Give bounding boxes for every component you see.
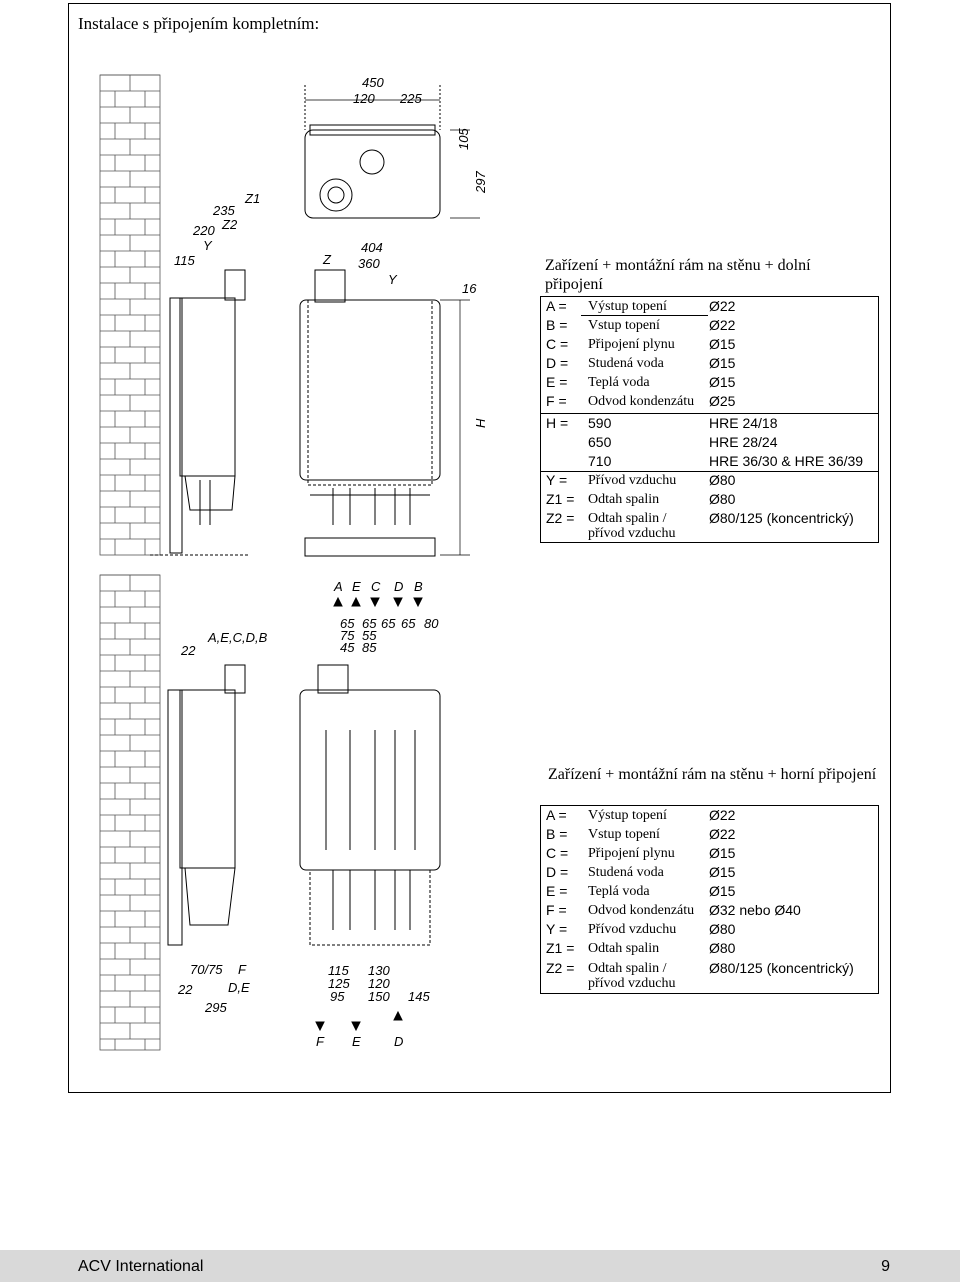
dim-f: F xyxy=(238,962,247,977)
section2-title: Zařízení + montážní rám na stěnu + horní… xyxy=(548,766,877,783)
dim-65b: 65 xyxy=(362,616,377,631)
dim-130: 130 xyxy=(368,963,390,978)
brick-wall-top xyxy=(99,74,161,556)
boiler-top-view xyxy=(304,85,480,219)
dim-150: 150 xyxy=(368,989,390,1004)
dim-225: 225 xyxy=(399,91,422,106)
dim-65a: 65 xyxy=(340,616,355,631)
dim-404: 404 xyxy=(361,240,383,255)
dim-h: H xyxy=(473,418,488,428)
dim-145: 145 xyxy=(408,989,430,1004)
dim-115b: 115 xyxy=(328,963,349,978)
dim-95: 95 xyxy=(330,989,345,1004)
dim-450: 450 xyxy=(362,75,384,90)
dim-220: 220 xyxy=(192,223,215,238)
dim-55: 55 xyxy=(362,628,377,643)
dim-120: 120 xyxy=(353,91,375,106)
page-footer: ACV International 9 xyxy=(0,1250,960,1282)
dim-75: 75 xyxy=(340,628,355,643)
dim-105: 105 xyxy=(456,128,471,150)
dim-120b: 120 xyxy=(368,976,390,991)
boiler-side-view-1 xyxy=(150,269,250,556)
dim-y2: Y xyxy=(388,272,398,287)
dim-235: 235 xyxy=(212,203,235,218)
label-a: A xyxy=(333,579,343,594)
dim-aecdb: A,E,C,D,B xyxy=(207,630,268,645)
dim-65d: 65 xyxy=(401,616,416,631)
boiler-side-view-2 xyxy=(167,664,246,946)
label-e2: E xyxy=(352,1034,361,1049)
label-d: D xyxy=(394,579,403,594)
dim-z2: Z2 xyxy=(221,217,238,232)
page-heading: Instalace s připojením kompletním: xyxy=(78,14,320,33)
dim-16: 16 xyxy=(462,281,477,296)
dim-115: 115 xyxy=(174,253,195,268)
dim-45: 45 xyxy=(340,640,355,655)
dim-80: 80 xyxy=(424,616,439,631)
dim-7075: 70/75 xyxy=(190,962,223,977)
section1-title: Zařízení + montážní rám na stěnu + dolní… xyxy=(545,256,811,294)
dim-z: Z xyxy=(322,252,332,267)
dim-295: 295 xyxy=(204,1000,227,1015)
label-c: C xyxy=(371,579,381,594)
dim-y: Y xyxy=(203,238,213,253)
dim-22: 22 xyxy=(180,643,196,658)
dim-360: 360 xyxy=(358,256,380,271)
label-d2: D xyxy=(394,1034,403,1049)
boiler-front-view-1 xyxy=(299,269,470,557)
brick-wall-bottom xyxy=(99,574,161,1051)
page-frame xyxy=(68,3,891,1093)
footer-brand: ACV International xyxy=(78,1258,204,1275)
dim-297: 297 xyxy=(473,171,488,194)
dim-z1: Z1 xyxy=(244,191,260,206)
dim-125: 125 xyxy=(328,976,350,991)
section1-title-line2: připojení xyxy=(545,276,603,293)
dim-85: 85 xyxy=(362,640,377,655)
dim-65c: 65 xyxy=(381,616,396,631)
label-e: E xyxy=(352,579,361,594)
section1-title-line1: Zařízení + montážní rám na stěnu + dolní xyxy=(545,257,811,274)
dim-de: D,E xyxy=(228,980,250,995)
dim-22b: 22 xyxy=(177,982,193,997)
page-number: 9 xyxy=(881,1258,890,1275)
label-f: F xyxy=(316,1034,325,1049)
label-b: B xyxy=(414,579,423,594)
boiler-front-view-2 xyxy=(299,596,441,1032)
